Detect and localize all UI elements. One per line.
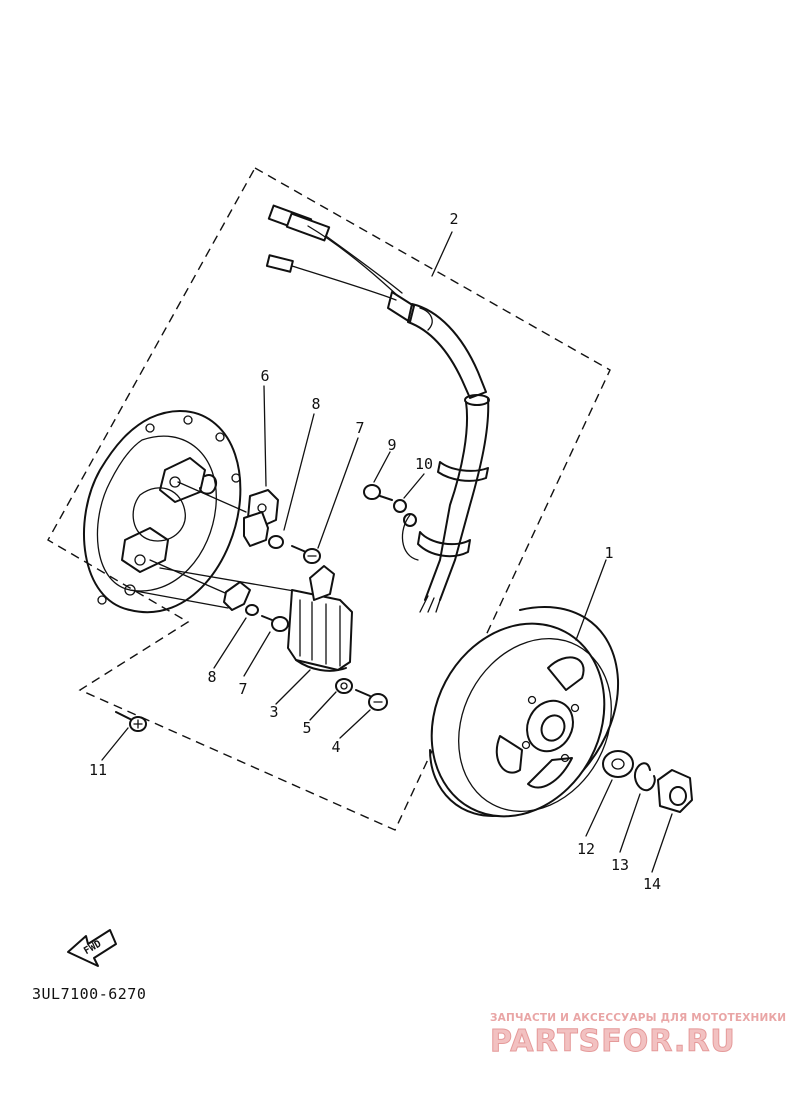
washer-upper [268,535,284,549]
source-coil [287,565,353,672]
watermark-subtitle: ЗАПЧАСТИ И АКСЕССУАРЫ ДЛЯ МОТОТЕХНИКИ [490,1012,787,1024]
part-number-7-lower: 7 [238,680,247,698]
flywheel-nut [657,769,693,813]
stator-base-plate [83,409,242,613]
part-number-14: 14 [643,875,661,893]
washer-lower [245,604,259,616]
leader-lines [101,231,673,873]
fwd-arrow-icon: FWD [67,929,117,967]
part-number-4: 4 [331,738,340,756]
pickup-coil [243,489,279,547]
wire-harness [265,204,490,613]
part-number-11: 11 [89,761,107,779]
part-number-3: 3 [269,703,278,721]
part-number-5: 5 [302,719,311,737]
part-number-13: 13 [611,856,629,874]
flywheel-lock-washer [634,762,656,792]
screw-lower [261,615,289,632]
part-number-8-upper: 8 [311,395,320,413]
coil-screw [355,689,388,711]
harness-bolt [363,484,393,501]
flywheel-washer [602,750,634,778]
harness-washer [393,499,407,513]
part-number-1: 1 [604,544,613,562]
part-number-labels: 2 6 8 7 9 10 1 8 7 3 5 4 11 12 13 14 [89,210,661,893]
part-number-12: 12 [577,840,595,858]
cable-clip [223,581,251,611]
part-number-2: 2 [449,210,458,228]
plate-screw [115,711,147,732]
part-number-6: 6 [260,367,269,385]
part-number-10: 10 [415,455,433,473]
assembly-boundary [47,167,611,831]
flywheel-rotor [429,606,620,818]
part-number-9: 9 [387,436,396,454]
screw-upper [291,545,321,564]
coil-washer [335,678,353,694]
explode-guide-lines [129,481,301,609]
harness-washer-2 [403,513,417,527]
watermark-logo: PARTSFOR.RU [490,1024,736,1060]
part-number-7-upper: 7 [355,419,364,437]
part-number-8-lower: 8 [207,668,216,686]
drawing-code: 3UL7100-6270 [32,985,147,1003]
